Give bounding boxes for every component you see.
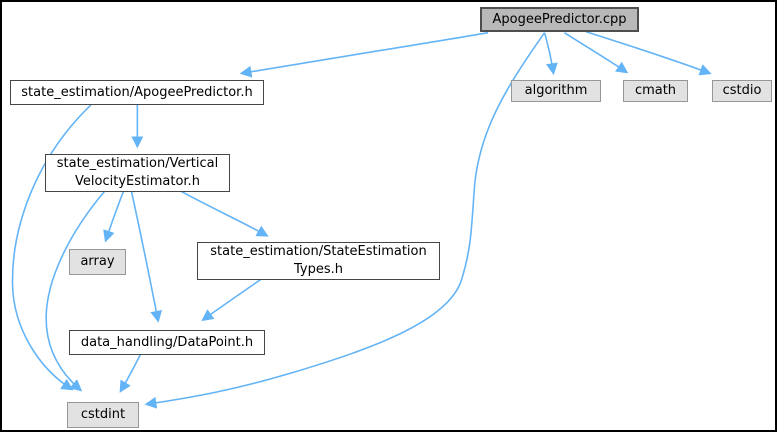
node-cstdio-label: cstdio bbox=[722, 83, 762, 98]
edge-cpp-to-cstdint bbox=[144, 32, 546, 409]
edge-verticalvelocityestimator-h-to-datapoint-h bbox=[130, 191, 163, 323]
node-algorithm-label: algorithm bbox=[524, 83, 588, 98]
node-verticalvelocityestimator-h-label: state_estimation/Vertical VelocityEstima… bbox=[56, 156, 219, 189]
node-cmath-label: cmath bbox=[634, 83, 677, 98]
edge-cpp-to-algorithm bbox=[543, 32, 558, 76]
node-cstdint-label: cstdint bbox=[80, 407, 126, 422]
node-array-label: array bbox=[80, 254, 115, 269]
node-datapoint-h-label: data_handling/DataPoint.h bbox=[80, 334, 254, 350]
node-stateestimationtypes-h[interactable]: state_estimation/StateEstimation Types.h bbox=[197, 242, 440, 280]
node-array: array bbox=[69, 249, 126, 275]
node-apogeepredictor-h[interactable]: state_estimation/ApogeePredictor.h bbox=[10, 80, 264, 105]
edge-cpp-to-cstdio bbox=[585, 30, 712, 76]
node-apogeepredictor-cpp-label: ApogeePredictor.cpp bbox=[492, 11, 627, 27]
node-verticalvelocityestimator-h[interactable]: state_estimation/Vertical VelocityEstima… bbox=[45, 154, 230, 192]
edge-cpp-to-apogeepredictor-h bbox=[239, 31, 489, 78]
node-cmath: cmath bbox=[623, 80, 688, 102]
edge-verticalvelocityestimator-h-to-stateestimationtypes-h bbox=[180, 190, 269, 237]
edge-apogeepredictor-h-to-cstdint bbox=[11, 104, 92, 391]
node-datapoint-h[interactable]: data_handling/DataPoint.h bbox=[69, 330, 265, 355]
node-apogeepredictor-h-label: state_estimation/ApogeePredictor.h bbox=[21, 84, 253, 100]
node-cstdint: cstdint bbox=[67, 402, 139, 428]
node-cstdio: cstdio bbox=[712, 80, 772, 102]
node-stateestimationtypes-h-label: state_estimation/StateEstimation Types.h bbox=[210, 244, 427, 277]
edge-cpp-to-cmath bbox=[563, 32, 629, 74]
edge-verticalvelocityestimator-h-to-cstdint bbox=[45, 190, 106, 392]
edge-verticalvelocityestimator-h-to-array bbox=[103, 190, 125, 243]
edge-datapoint-h-to-cstdint bbox=[119, 352, 143, 393]
edge-stateestimationtypes-h-to-datapoint-h bbox=[201, 277, 263, 322]
node-apogeepredictor-cpp: ApogeePredictor.cpp bbox=[480, 7, 639, 32]
node-algorithm: algorithm bbox=[511, 80, 601, 102]
